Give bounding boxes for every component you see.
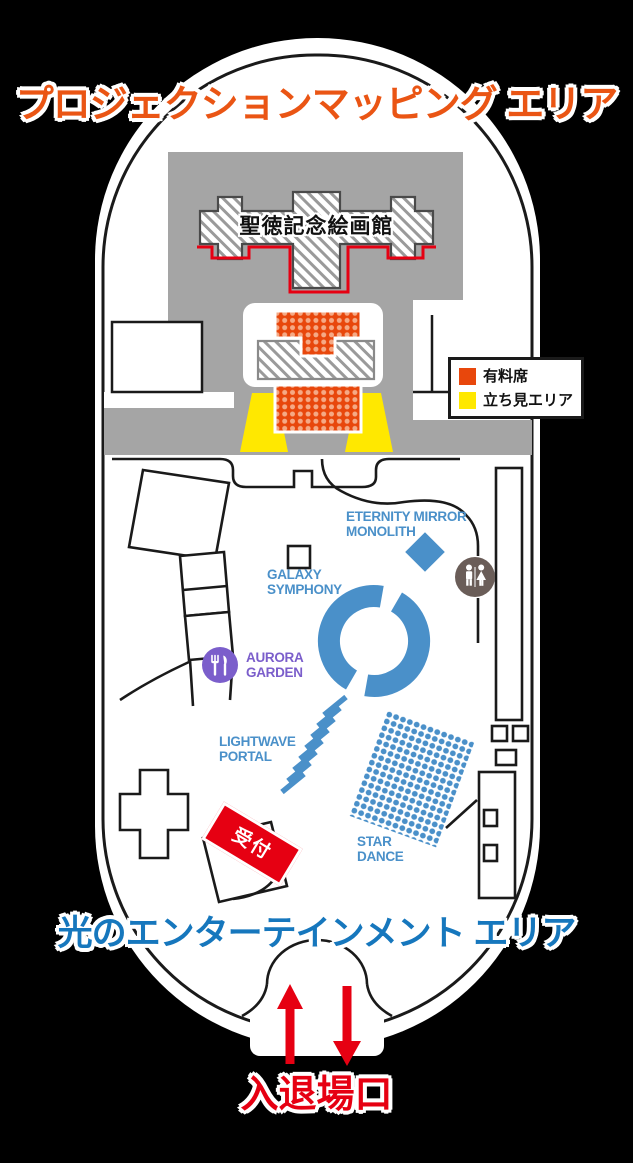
fork-knife-icon [202,647,238,683]
entrance-exit-label: 入退場口 [240,1074,393,1116]
legend-item-paid-seats: 有料席 [459,367,581,385]
area-title-projection-mapping: プロジェクションマッピング エリア [15,84,619,126]
lightwave-portal-stripes [280,694,348,795]
entrance-curves [241,938,393,1018]
label-lightwave-portal: LIGHTWAVE PORTAL [219,734,296,765]
paid-seat-swatch [459,367,476,385]
exit-arrow-down-icon [333,986,361,1066]
paid-seat-label: 有料席 [483,367,529,385]
standing-area-swatch [459,391,476,409]
restroom-icon [455,557,495,597]
gallery-building-label: 聖徳記念絵画館 [239,215,394,238]
area-title-light-entertainment: 光のエンターテインメント エリア [57,914,577,953]
entry-arrow-up-icon [277,984,303,1064]
zone-building-left [110,320,204,394]
label-galaxy-symphony: GALAXY SYMPHONY [267,567,342,598]
walkway-band [104,392,234,408]
galaxy-symphony-ring [318,585,430,697]
paid-seats-rear [273,383,363,434]
reception-label: 受付 [228,824,276,864]
legend-item-standing-area: 立ち見エリア [459,391,581,409]
eternity-monolith-marker [405,532,445,572]
label-eternity-mirror-monolith: ETERNITY MIRROR MONOLITH [346,509,467,540]
label-aurora-garden: AURORA GARDEN [246,650,304,681]
legend: 有料席 立ち見エリア [448,357,584,419]
label-star-dance: STAR DANCE [357,834,404,865]
star-dance-grid [349,710,475,848]
standing-area-label: 立ち見エリア [483,391,574,409]
entrance-passage [250,1008,384,1056]
paid-seats-front [273,309,363,358]
gallery-building [198,190,435,290]
viewing-boundary-line [197,245,436,294]
